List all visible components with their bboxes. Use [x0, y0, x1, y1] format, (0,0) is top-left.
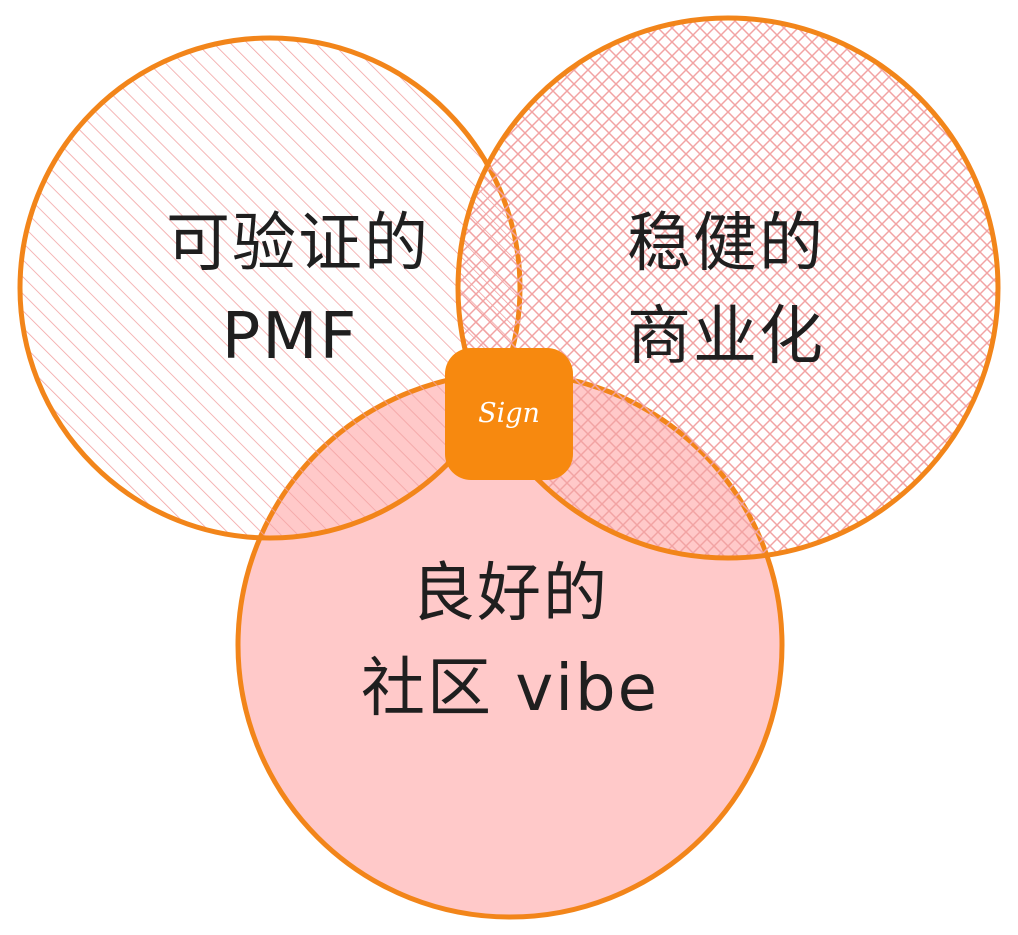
center-badge: Sign: [445, 348, 573, 480]
label-top-left-line1: 可验证的: [166, 207, 430, 281]
label-bottom-line2: 社区 vibe: [361, 652, 659, 726]
circle-top-right: [455, 15, 1001, 561]
circle-top-left: [17, 35, 523, 541]
label-top-left-line2: PMF: [222, 300, 359, 374]
center-label: Sign: [478, 398, 540, 429]
label-bottom-line1: 良好的: [411, 557, 609, 631]
label-top-right-line2: 商业化: [627, 300, 825, 374]
label-top-right-line1: 稳健的: [627, 207, 825, 281]
